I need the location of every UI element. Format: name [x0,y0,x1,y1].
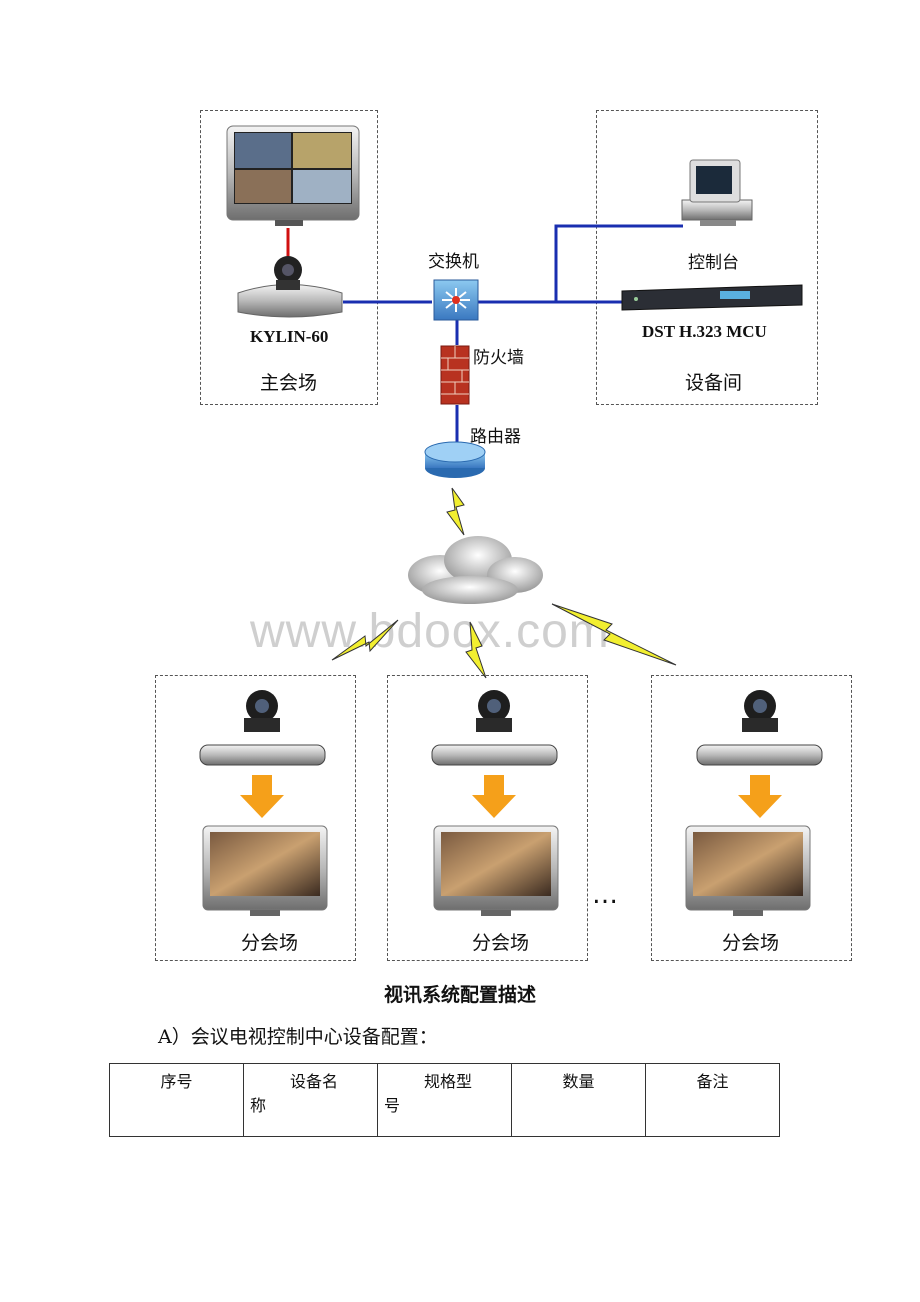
kylin-label: KYLIN-60 [250,327,329,346]
equipment-room-label: 设备间 [685,372,743,394]
branch-site-label-1: 分会场 [241,932,299,954]
branch-site-label-3: 分会场 [722,932,780,954]
network-diagram [199,125,823,916]
col-header-model: 规格型号 [377,1063,512,1137]
more-sites-ellipsis: … [592,880,618,910]
main-monitor-icon [226,125,360,226]
equipment-room-zone [596,110,818,405]
figure-caption: 视讯系统配置描述 [383,984,536,1006]
col-header-device-name: 设备名称 [243,1063,378,1137]
console-label: 控制台 [688,253,739,273]
switch-icon [433,279,479,321]
table-header-row: 序号 设备名称 规格型号 数量 备注 [109,1063,780,1137]
mcu-label: DST H.323 MCU [642,322,767,341]
branch-site-zone-2 [387,675,588,961]
network-links [343,224,683,450]
watermark: www.bdocx.com [250,605,610,658]
branch-site-label-2: 分会场 [472,932,530,954]
main-site-label: 主会场 [260,372,318,394]
col-header-quantity: 数量 [511,1063,646,1137]
firewall-icon [440,345,470,405]
firewall-label: 防火墙 [473,348,524,368]
router-label: 路由器 [470,427,521,447]
branch-site-zone-3 [651,675,852,961]
mcu-icon [621,284,803,311]
router-icon [424,441,486,478]
col-header-remarks: 备注 [645,1063,780,1137]
branch-equipment-2 [431,690,559,916]
switch-label: 交换机 [428,252,479,272]
kylin-codec-icon [237,256,343,318]
branch-site-zone-1 [155,675,356,961]
section-heading: A）会议电视控制中心设备配置： [158,1026,438,1048]
branch-equipment-1 [199,690,328,916]
cloud-icon [408,536,543,604]
col-header-index: 序号 [109,1063,244,1137]
lightning-icon [331,487,677,679]
branch-equipment-3 [685,690,823,916]
console-pc-icon [681,159,753,226]
main-site-zone [200,110,378,405]
equipment-config-table: 序号 设备名称 规格型号 数量 备注 [109,1063,780,1137]
